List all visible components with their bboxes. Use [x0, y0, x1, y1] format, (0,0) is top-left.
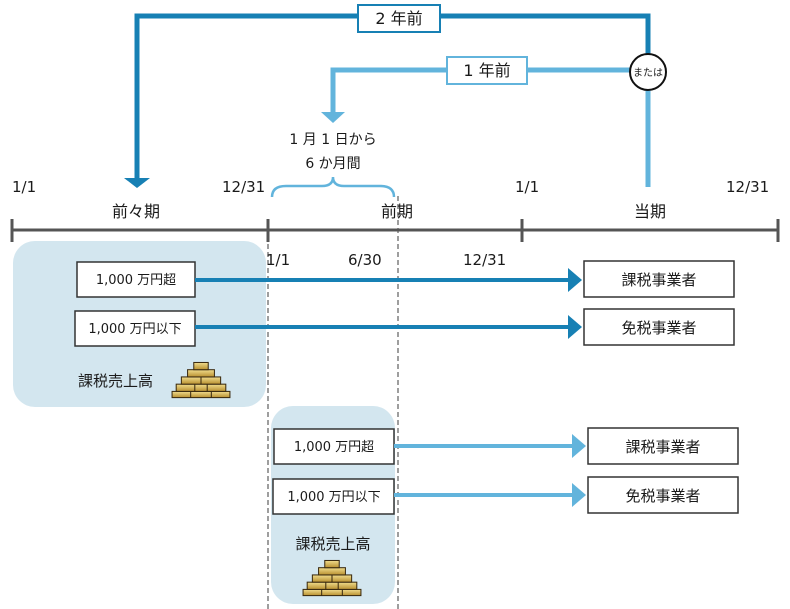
condition-label: 1,000 万円超 — [96, 273, 176, 288]
or-label: または — [633, 67, 663, 79]
period-note-line1: 1 月 1 日から — [289, 132, 376, 148]
one-year-bracket — [330, 67, 632, 116]
sub-date-label: 12/31 — [463, 251, 506, 269]
date-label: 12/31 — [222, 178, 265, 196]
six-month-brace — [270, 176, 396, 198]
period-label: 前期 — [381, 202, 413, 221]
condition-label: 1,000 万円以下 — [287, 490, 380, 505]
result-label: 課税事業者 — [625, 438, 700, 456]
taxable-sales-label: 課税売上高 — [78, 372, 153, 390]
period-label: 前々期 — [112, 202, 160, 221]
two-years-bracket — [134, 13, 651, 185]
taxable-sales-label: 課税売上高 — [295, 535, 370, 553]
date-label: 12/31 — [726, 178, 769, 196]
condition-box — [272, 478, 395, 515]
arrow-right-icon — [572, 483, 586, 507]
result-box — [583, 308, 735, 346]
period-label: 当期 — [634, 202, 666, 221]
arrow-down-icon — [321, 112, 345, 123]
two-years-box — [357, 4, 441, 33]
condition-box — [273, 428, 395, 465]
arrow-down-icon — [124, 178, 150, 188]
result-label: 課税事業者 — [621, 271, 696, 289]
or-circle — [629, 53, 667, 91]
two-years-label: 2 年前 — [375, 9, 422, 28]
one-year-label: 1 年前 — [463, 61, 510, 80]
arrow-right-icon — [568, 268, 582, 292]
date-label: 1/1 — [12, 178, 36, 196]
condition-box — [74, 310, 196, 347]
one-year-box — [446, 56, 528, 85]
result-box — [587, 427, 739, 465]
period-note-line2: 6 か月間 — [305, 156, 360, 172]
result-box — [587, 476, 739, 514]
condition-label: 1,000 万円超 — [294, 440, 374, 455]
date-label: 1/1 — [515, 178, 539, 196]
sub-date-label: 1/1 — [266, 251, 290, 269]
result-box — [583, 260, 735, 298]
result-label: 免税事業者 — [621, 319, 696, 337]
arrow-right-icon — [568, 315, 582, 339]
arrow-right-icon — [572, 434, 586, 458]
condition-label: 1,000 万円以下 — [88, 322, 181, 337]
sub-date-label: 6/30 — [348, 251, 382, 269]
result-label: 免税事業者 — [625, 487, 700, 505]
